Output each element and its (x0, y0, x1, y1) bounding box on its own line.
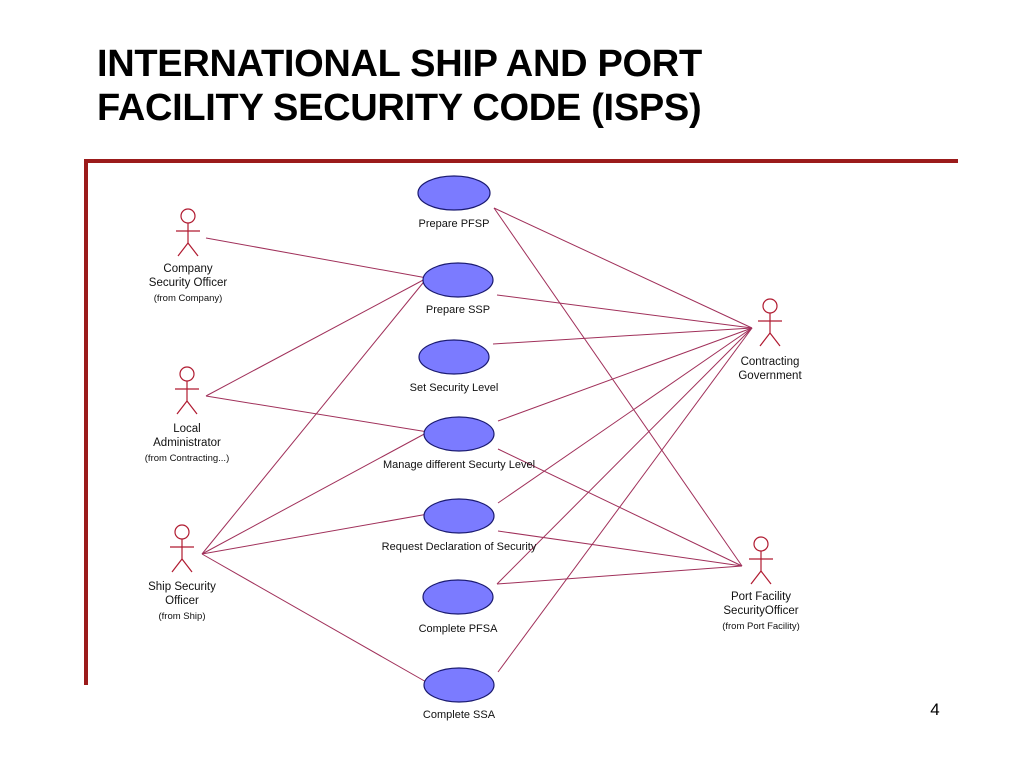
actor-cso (176, 208, 200, 257)
actor-leg-left (177, 242, 189, 257)
use-case-ellipse (423, 667, 495, 703)
actor-origin: (from Port Facility) (722, 621, 800, 632)
use-case-label: Set Security Level (410, 382, 499, 394)
use-case-rdos: Request Declaration of Security (382, 498, 537, 553)
actor-leg-right (181, 558, 193, 573)
association-line-cg-mdsl (497, 327, 753, 422)
association-line-cg-rdos (497, 327, 753, 504)
use-case-label: Complete SSA (423, 709, 496, 721)
actor-name-line: Contracting (741, 356, 800, 368)
association-line-cg-cssa (497, 327, 753, 673)
association-line-cg-pfsp (493, 207, 753, 329)
association-line-cg-ssl (492, 327, 753, 345)
use-case-ellipse (422, 262, 494, 298)
actor-leg-right (187, 242, 199, 257)
slide-title-line-2: FACILITY SECURITY CODE (ISPS) (97, 87, 702, 129)
actor-name-line: Government (738, 370, 802, 382)
actor-head-icon (174, 524, 190, 540)
association-line-cg-cpfsa (496, 327, 753, 585)
actor-name-line: Company (163, 263, 212, 275)
frame-left-border (84, 159, 88, 685)
actor-name-line: Security Officer (149, 277, 228, 289)
page-number: 4 (930, 700, 940, 719)
actor-name-line: Ship Security (148, 581, 216, 593)
association-line-cso-ssp (205, 237, 428, 279)
use-case-pfsp: Prepare PFSP (417, 175, 491, 230)
actor-head-icon (762, 298, 778, 314)
slide-title-line-1: INTERNATIONAL SHIP AND PORT (97, 43, 702, 85)
association-line-pfso-mdsl (497, 448, 743, 567)
use-case-label: Request Declaration of Security (382, 541, 537, 553)
use-case-ellipse (418, 339, 490, 375)
association-line-la-ssp (205, 277, 428, 397)
use-case-cpfsa: Complete PFSA (419, 579, 499, 635)
association-lines (201, 207, 753, 684)
actor-head-icon (180, 208, 196, 224)
actor-leg-left (176, 400, 188, 415)
actor-head-icon (753, 536, 769, 552)
use-case-mdsl: Manage different Securty Level (383, 416, 535, 471)
actor-pfso (749, 536, 773, 585)
actor-label-sso: Ship SecurityOfficer (from Ship) (148, 581, 216, 622)
actor-head-icon (179, 366, 195, 382)
actor-leg-right (769, 332, 781, 347)
actor-leg-right (186, 400, 198, 415)
frame-top-border (84, 159, 958, 163)
use-case-ssp: Prepare SSP (422, 262, 494, 316)
association-line-pfso-cpfsa (496, 565, 743, 585)
use-case-label: Prepare SSP (426, 304, 490, 316)
association-line-sso-cssa (201, 553, 429, 684)
actor-name-line: Officer (165, 595, 199, 607)
use-case-ellipse (422, 579, 494, 615)
actor-name-line: Port Facility (731, 591, 791, 603)
association-line-pfso-pfsp (493, 207, 743, 567)
association-line-la-mdsl (205, 395, 429, 433)
association-line-pfso-rdos (497, 530, 743, 567)
actor-cg (758, 298, 782, 347)
actor-name-line: Local (173, 423, 201, 435)
association-line-sso-ssp (201, 277, 428, 555)
use-case-label: Manage different Securty Level (383, 459, 535, 471)
actor-leg-right (760, 570, 772, 585)
association-line-sso-mdsl (201, 431, 429, 555)
use-case-label: Prepare PFSP (419, 218, 490, 230)
use-case-ssl: Set Security Level (410, 339, 499, 394)
actor-origin: (from Contracting...) (145, 453, 229, 464)
use-case-ellipse (423, 416, 495, 452)
actor-leg-left (750, 570, 762, 585)
association-line-cg-ssp (496, 294, 753, 329)
actor-leg-left (171, 558, 183, 573)
actor-origin: (from Company) (154, 293, 223, 304)
association-line-sso-rdos (201, 513, 429, 555)
actor-name-line: Administrator (153, 437, 221, 449)
use-case-ellipse (423, 498, 495, 534)
actor-leg-left (759, 332, 771, 347)
actor-sso (170, 524, 194, 573)
use-case-cssa: Complete SSA (423, 667, 496, 721)
actor-la (175, 366, 199, 415)
slide-title: INTERNATIONAL SHIP AND PORT FACILITY SEC… (97, 42, 897, 130)
actor-name-line: SecurityOfficer (723, 605, 798, 617)
actor-origin: (from Ship) (159, 611, 206, 622)
use-case-ellipse (417, 175, 491, 211)
use-case-label: Complete PFSA (419, 623, 499, 635)
